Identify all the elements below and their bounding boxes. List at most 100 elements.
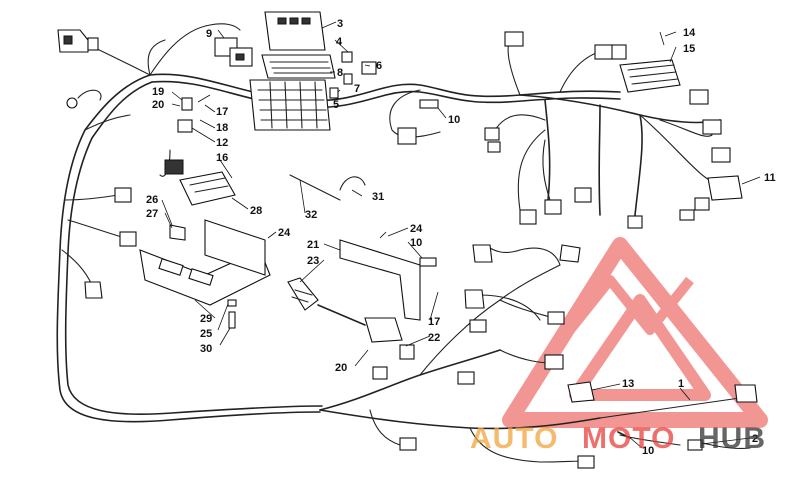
watermark-m-icon	[566, 275, 694, 335]
plug-bottom-a	[399, 437, 417, 451]
connector-mid-c	[487, 141, 501, 153]
watermark-auto: AUTO	[470, 422, 558, 455]
connector-lower-c	[574, 187, 592, 203]
part-17-screw	[197, 94, 211, 103]
callout-7: 7	[354, 83, 360, 95]
connector-lower-a	[519, 209, 537, 225]
part-25-nut	[227, 299, 237, 307]
plug-bottom-b	[577, 455, 595, 469]
part-11-connector	[707, 175, 743, 201]
connector-right-d	[694, 197, 710, 211]
callout-22: 22	[428, 332, 440, 344]
part-12	[177, 119, 193, 133]
watermark-text: AUTO MOTO HUB	[470, 422, 766, 455]
part-8-fuse-panel	[261, 54, 336, 79]
callout-30: 30	[200, 343, 212, 355]
callout-11: 11	[764, 172, 776, 184]
connector-top-c	[611, 44, 627, 60]
callout-19: 19	[152, 86, 164, 98]
callout-20-top: 20	[152, 99, 164, 111]
callout-26: 26	[146, 194, 158, 206]
part-1-connector	[734, 384, 758, 403]
plug-mid-d	[469, 319, 487, 333]
watermark-hub: HUB	[698, 422, 766, 455]
connector-mid-b	[484, 127, 500, 141]
part-18	[181, 97, 193, 111]
plug-mid-f	[544, 354, 564, 370]
connector-lower-d	[627, 215, 643, 229]
watermark-inner-triangle-icon	[569, 294, 711, 401]
callout-24-right: 24	[410, 223, 423, 235]
part-13-connector	[567, 381, 595, 403]
plug-mid-c	[464, 289, 485, 309]
watermark-triangle-icon	[502, 237, 768, 428]
left-connector-c	[84, 281, 103, 299]
callout-21: 21	[307, 239, 319, 251]
part-29-bracket	[139, 219, 271, 306]
part-16-module	[164, 159, 236, 206]
connector-right-e	[679, 209, 695, 221]
part-5	[329, 87, 339, 99]
plug-low-a	[372, 366, 388, 380]
part-23-adjuster	[287, 277, 366, 326]
connector-top-b	[594, 44, 614, 60]
leader-lines	[161, 21, 761, 449]
callout-24-left: 24	[278, 227, 291, 239]
callout-28: 28	[250, 205, 262, 217]
callout-12: 12	[216, 137, 228, 149]
connector-right-b	[702, 119, 722, 135]
callout-15: 15	[683, 43, 695, 55]
fuse-box-body	[249, 79, 331, 131]
part-4	[341, 51, 353, 63]
connector-lower-b	[544, 199, 562, 215]
part-10-clip-mid	[419, 257, 437, 267]
part-6	[361, 61, 377, 75]
callout-4: 4	[336, 36, 343, 48]
plug-low-b	[457, 371, 475, 385]
watermark-moto: MOTO	[582, 422, 675, 455]
part-7	[343, 73, 353, 85]
part-2-connector	[687, 439, 703, 451]
callout-6: 6	[376, 60, 382, 72]
part-30-bolt	[228, 311, 236, 329]
callout-labels: 3 4 6 8 7 5 9 14 15 10 11 19 20 17 18 12…	[146, 18, 776, 457]
callout-25: 25	[200, 328, 212, 340]
callout-3: 3	[337, 18, 343, 30]
part-31-clamp	[339, 176, 366, 191]
callout-29: 29	[200, 313, 212, 325]
connector-right-a	[689, 89, 709, 105]
left-connector-a	[114, 187, 132, 203]
part-22-plug	[399, 344, 415, 360]
callout-8: 8	[337, 67, 343, 79]
callout-10-mid: 10	[410, 237, 422, 249]
plug-mid-b	[559, 244, 581, 263]
callout-5: 5	[333, 99, 339, 111]
callout-17-bottom: 17	[428, 316, 440, 328]
top-left-connector	[57, 29, 99, 53]
left-sensor	[66, 97, 78, 109]
part-3-fuse-box-cover	[264, 11, 326, 51]
connector-mid-a	[397, 127, 417, 145]
connector-top-a	[504, 31, 524, 47]
callout-16: 16	[216, 152, 228, 164]
main-harness	[56, 23, 751, 463]
callout-27: 27	[146, 208, 158, 220]
part-10-clip-bottom	[617, 431, 631, 439]
part-24-screw	[379, 231, 387, 239]
part-10-clip-top	[419, 99, 439, 109]
callout-31: 31	[372, 191, 384, 203]
callout-20-bottom: 20	[335, 362, 347, 374]
callout-2: 2	[752, 433, 758, 445]
part-14-screw	[659, 31, 665, 46]
part-21-plate	[339, 239, 421, 321]
callout-17-top: 17	[216, 106, 228, 118]
callout-10-top: 10	[448, 114, 460, 126]
callout-1: 1	[678, 378, 684, 390]
part-15-regulator	[619, 59, 681, 93]
callout-23: 23	[307, 255, 319, 267]
part-22-connector	[364, 317, 403, 343]
part-9-relay	[214, 37, 253, 67]
plug-mid-e	[547, 311, 565, 325]
callout-13: 13	[622, 378, 634, 390]
